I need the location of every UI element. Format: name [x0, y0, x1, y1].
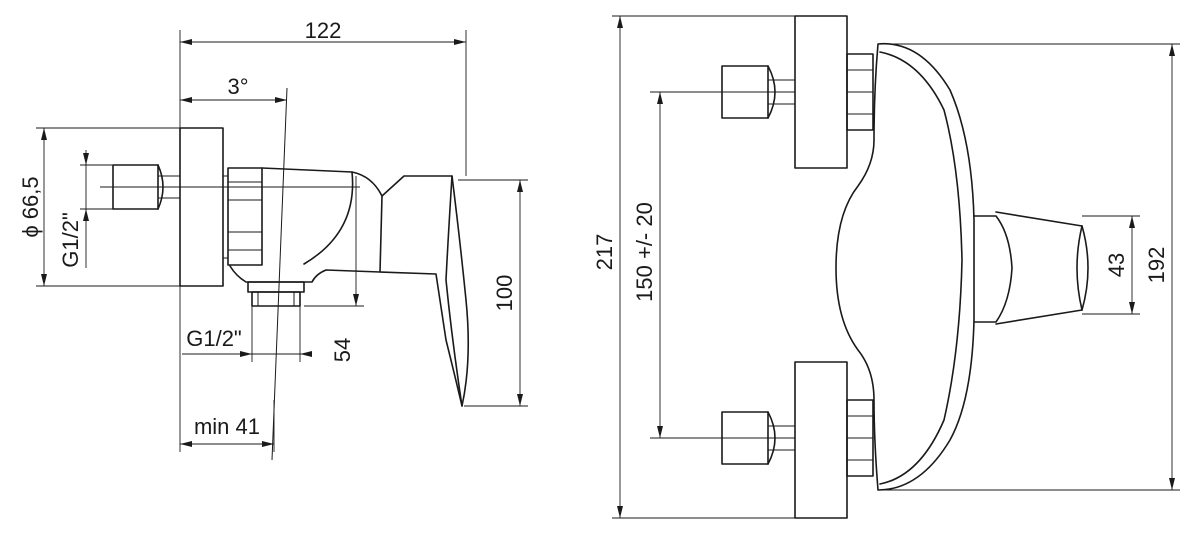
dim-192: 192	[878, 43, 1180, 491]
dim-thread-top: G1/2"	[58, 150, 113, 268]
dim-100-label: 100	[492, 275, 517, 312]
hex-connector	[223, 167, 263, 266]
knob	[973, 211, 1089, 325]
dim-thread-top-label: G1/2"	[58, 212, 83, 268]
dim-min41-label: min 41	[194, 414, 260, 439]
mixer-body	[229, 167, 470, 407]
dim-diameter: ϕ 66,5	[18, 127, 180, 287]
dim-angle: 3°	[180, 74, 287, 103]
dim-54-label: 54	[330, 338, 355, 362]
mixer-body-front	[835, 42, 975, 491]
nut-bottom	[846, 399, 874, 477]
dim-43-label: 43	[1104, 253, 1129, 277]
dim-centres-label: 150 +/- 20	[632, 202, 657, 302]
rosette-bottom	[794, 361, 848, 519]
dim-centres: 150 +/- 20	[632, 92, 663, 438]
dim-diameter-label: ϕ 66,5	[18, 176, 43, 237]
dim-192-label: 192	[1144, 247, 1169, 284]
diameter-value: 66,5	[18, 176, 43, 219]
dim-217-label: 217	[592, 234, 617, 271]
rosette-top	[794, 15, 848, 169]
dim-thread-bottom: G1/2"	[182, 306, 312, 362]
wall-rosette	[179, 127, 224, 287]
dim-100: 100	[458, 179, 528, 407]
dim-thread-bottom-label: G1/2"	[186, 326, 242, 351]
dim-43: 43	[1082, 215, 1140, 315]
dim-217: 217	[592, 15, 795, 519]
dim-54: 54	[304, 176, 364, 362]
diameter-symbol: ϕ	[18, 225, 43, 237]
dim-122-label: 122	[305, 18, 342, 43]
side-view: 122 3° ϕ 66,5 G1/2"	[18, 18, 528, 461]
dim-122: 122	[179, 18, 467, 176]
front-view: 217 150 +/- 20 192 43	[592, 15, 1180, 519]
dim-min41: min 41	[179, 286, 275, 452]
nut-top	[846, 53, 874, 131]
shower-outlet	[247, 281, 305, 307]
dim-angle-label: 3°	[227, 74, 248, 99]
